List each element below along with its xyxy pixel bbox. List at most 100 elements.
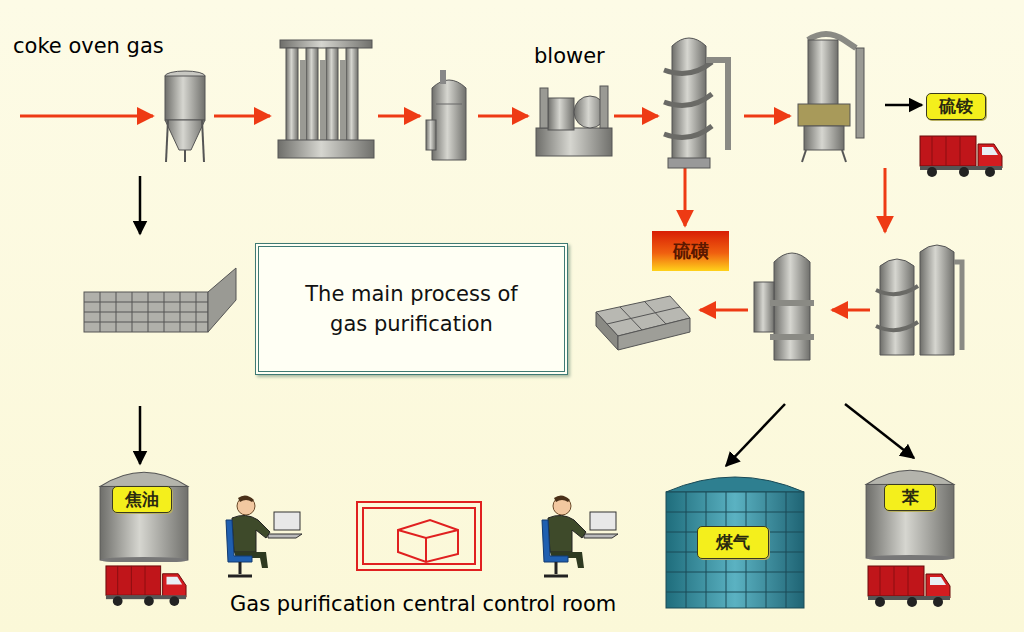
benzene-tank <box>866 470 954 561</box>
tar-decanter <box>208 268 236 332</box>
equipment-label: blower <box>534 44 605 68</box>
debenzol-column <box>774 253 810 360</box>
flow-arrows <box>378 115 420 118</box>
primary-cooler <box>286 48 298 144</box>
flow-arrows <box>478 115 528 118</box>
product-arrows <box>885 104 922 107</box>
tray-unit <box>596 312 618 350</box>
truck-icon <box>920 136 1002 177</box>
desulfurization-tower <box>664 62 712 138</box>
gas-holder <box>666 477 804 492</box>
gas-holder <box>686 492 687 608</box>
title-box: The main process of gas purification <box>255 243 568 375</box>
operator-icon <box>542 495 618 576</box>
node-text-group: 硫磺 <box>673 239 709 263</box>
washing-towers <box>880 259 914 355</box>
ammonium-saturator <box>856 48 864 138</box>
gas-collector <box>165 120 205 150</box>
tar-precipitator <box>436 104 462 105</box>
primary-cooler <box>306 48 318 144</box>
blower-machine <box>548 98 574 130</box>
product-arrows <box>139 406 142 464</box>
tar-precipitator <box>440 70 446 84</box>
flow-arrows <box>214 115 270 118</box>
flow-arrows <box>884 168 887 232</box>
tar-decanter <box>84 292 208 332</box>
tar-decanter <box>84 292 208 332</box>
debenzol-column <box>770 334 814 340</box>
product-arrows <box>845 404 914 458</box>
ammonium-saturator <box>804 126 844 150</box>
desulfurization-tower <box>664 38 728 168</box>
node-text-group: 苯 <box>902 486 919 509</box>
flow-arrows <box>700 309 748 312</box>
gas-collector <box>184 150 186 162</box>
blower-machine <box>536 86 612 156</box>
node-text: 硫磺 <box>673 239 709 263</box>
primary-cooler <box>278 40 374 158</box>
tar-precipitator <box>432 80 466 160</box>
tar-decanter <box>100 292 101 332</box>
washing-towers <box>876 286 918 330</box>
node-text-group: 焦油 <box>125 488 159 511</box>
debenzol-column <box>754 253 814 360</box>
blower-machine <box>536 128 612 156</box>
tar-decanter <box>180 292 181 332</box>
node-text: 硫铵 <box>939 95 973 118</box>
tar-decanter <box>84 322 208 323</box>
input-label: coke oven gas <box>13 34 164 58</box>
ammonium-saturator <box>808 40 838 110</box>
blower-machine <box>540 88 548 128</box>
product-arrows <box>139 176 142 234</box>
debenzol-column <box>754 282 774 332</box>
washing-towers <box>954 262 962 350</box>
primary-cooler <box>300 60 306 140</box>
primary-cooler <box>280 40 372 48</box>
tar-decanter <box>84 268 236 332</box>
control-room-icon <box>357 502 481 570</box>
primary-cooler <box>346 48 358 144</box>
tar-tank <box>100 472 188 563</box>
gas-holder <box>786 492 787 608</box>
flow-arrows <box>614 115 658 118</box>
node-text: 煤气 <box>716 531 750 554</box>
flow-arrows <box>684 168 687 226</box>
product-tag: 焦油 <box>112 486 172 513</box>
truck-icon <box>106 566 186 606</box>
product-tag: 硫磺 <box>652 231 729 271</box>
ammonium-saturator <box>802 150 806 162</box>
control-room-icon <box>398 530 458 562</box>
node-text-group: The main process of gas purification <box>299 279 524 340</box>
tar-precipitator <box>426 120 436 150</box>
node-text: 苯 <box>902 486 919 509</box>
primary-cooler <box>278 140 374 158</box>
ammonium-saturator <box>798 34 864 162</box>
control-room-icon <box>357 502 481 570</box>
gas-collector <box>165 71 205 162</box>
tar-decanter <box>196 292 197 332</box>
washing-towers <box>920 245 954 355</box>
tar-decanter <box>132 292 133 332</box>
product-tag: 苯 <box>884 484 936 511</box>
truck-icon <box>868 566 950 607</box>
gas-holder <box>666 477 804 608</box>
product-arrows <box>726 404 785 466</box>
tray-unit <box>596 296 690 350</box>
control-room-icon <box>398 520 458 562</box>
gas-collector <box>202 120 204 162</box>
debenzol-column <box>770 300 814 306</box>
control-room-icon <box>363 508 475 564</box>
node-text: The main process of gas purification <box>299 279 524 340</box>
washing-towers <box>876 245 962 355</box>
gas-holder <box>666 572 804 573</box>
ammonium-saturator <box>842 150 846 162</box>
ammonium-saturator <box>798 104 850 126</box>
flow-arrows <box>832 309 870 312</box>
desulfurization-tower <box>706 60 728 150</box>
flow-arrows <box>744 115 790 118</box>
gas-collector <box>165 76 205 120</box>
primary-cooler <box>326 48 338 144</box>
gas-collector <box>166 120 168 162</box>
primary-cooler <box>340 60 346 140</box>
